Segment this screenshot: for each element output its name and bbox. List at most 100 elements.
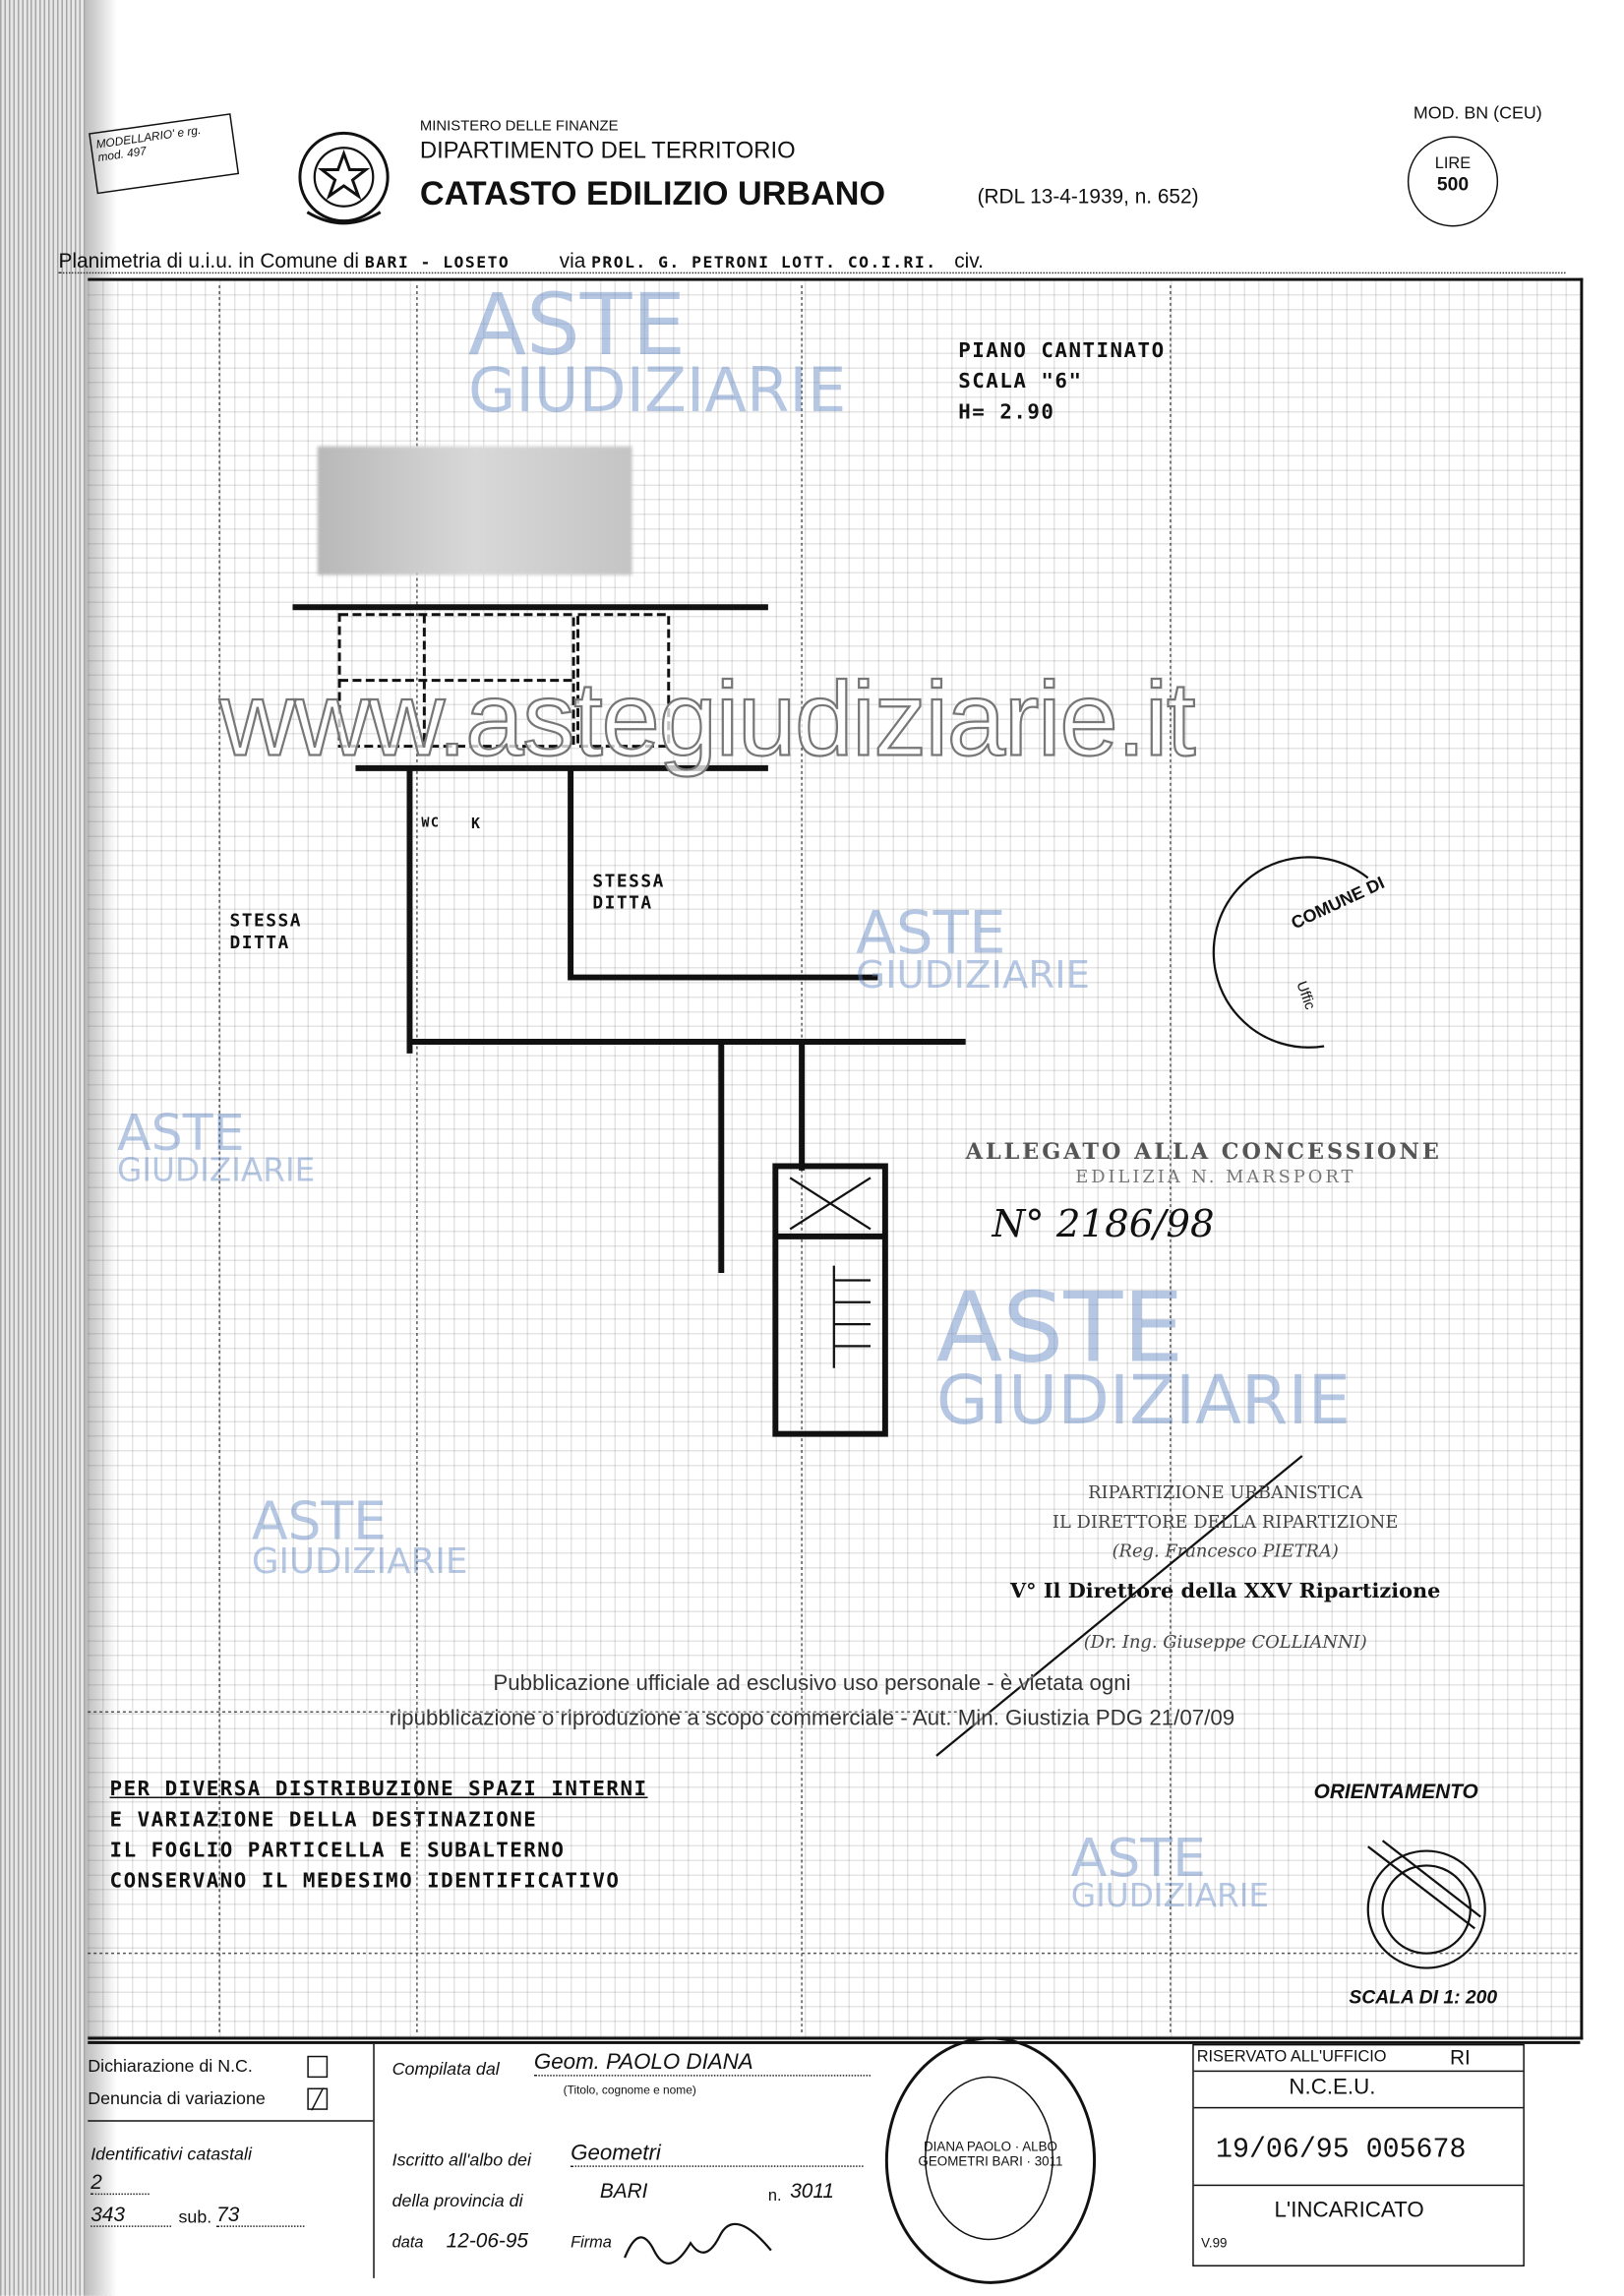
compilata-hint: (Titolo, cognome e nome): [563, 2084, 696, 2097]
watermark-notice-1: Pubblicazione ufficiale ad esclusivo uso…: [493, 1670, 1131, 1696]
document-title: CATASTO EDILIZIO URBANO: [419, 174, 886, 212]
dichiarazione-nc-checkbox[interactable]: [307, 2055, 329, 2079]
rip-line3: (Reg. Francesco PIETRA): [1112, 1541, 1339, 1562]
albo-number-label: n.: [767, 2187, 782, 2205]
note-line: CONSERVANO IL MEDESIMO IDENTIFICATIVO: [109, 1869, 621, 1894]
rip-line2: IL DIRETTORE DELLA RIPARTIZIONE: [1052, 1511, 1399, 1533]
redacted-area: [317, 446, 632, 575]
ministry-label: MINISTERO DELLE FINANZE: [419, 118, 619, 135]
watermark-brand-top: ASTE: [1070, 1829, 1206, 1890]
office-box: RISERVATO ALL'UFFICIO RI N.C.E.U. 19/06/…: [1192, 2043, 1525, 2266]
watermark-brand-top: ASTE: [935, 1271, 1184, 1385]
data-label: data: [391, 2234, 424, 2253]
visto-label: V.99: [1201, 2235, 1228, 2251]
via-label: via: [559, 248, 586, 272]
via-value: PROL. G. PETRONI LOTT. CO.I.RI.: [591, 253, 937, 272]
department-label: DIPARTIMENTO DEL TERRITORIO: [419, 139, 796, 164]
note-line: E VARIAZIONE DELLA DESTINAZIONE: [109, 1808, 538, 1833]
italian-republic-emblem: [298, 131, 390, 225]
kitchen-label: K: [470, 816, 482, 833]
signature: [624, 2222, 772, 2265]
albo-value: Geometri: [571, 2141, 864, 2167]
ripartizione-stamp: RIPARTIZIONE URBANISTICA IL DIRETTORE DE…: [973, 1478, 1477, 1656]
sub-label: sub.: [178, 2205, 212, 2227]
nceu-label: N.C.E.U.: [1289, 2075, 1376, 2100]
room-label-right: STESSA DITTA: [592, 871, 665, 914]
watermark-brand-bottom: GIUDIZIARIE: [1070, 1879, 1270, 1916]
data-value: 12-06-95: [446, 2228, 529, 2253]
stair-symbol: [789, 1177, 872, 1368]
provincia-value: BARI: [599, 2178, 648, 2203]
variation-notes: PER DIVERSA DISTRIBUZIONE SPAZI INTERNI …: [110, 1775, 648, 1898]
watermark-notice-2: ripubblicazione o riproduzione a scopo c…: [389, 1706, 1235, 1731]
albo-label: Iscritto all'albo dei: [391, 2148, 531, 2170]
compilata-label: Compilata dal: [391, 2058, 500, 2080]
watermark-brand-top: ASTE: [856, 899, 1006, 968]
reserved-label: RISERVATO ALL'UFFICIO: [1196, 2048, 1387, 2067]
dichiarazione-nc-label: Dichiarazione di N.C.: [88, 2055, 253, 2077]
drawing-grid: [88, 277, 1584, 2040]
protocol-number: 19/06/95 005678: [1216, 2133, 1467, 2166]
wc-label: WC: [421, 816, 441, 831]
allegato-line2: EDILIZIA N. MARSPORT: [1075, 1166, 1356, 1187]
watermark-brand-top: ASTE: [467, 274, 686, 375]
watermark-brand-top: ASTE: [116, 1104, 245, 1164]
fee-value: 500: [1436, 172, 1470, 195]
allegato-number: N° 2186/98: [992, 1202, 1215, 1247]
fee-label: LIRE: [1434, 154, 1472, 173]
watermark-brand-top: ASTE: [251, 1492, 387, 1553]
address-line: Planimetria di u.i.u. in Comune di BARI …: [58, 248, 1566, 274]
incaricato-label: L'INCARICATO: [1274, 2198, 1424, 2223]
rip-line1: RIPARTIZIONE URBANISTICA: [1088, 1481, 1363, 1503]
denuncia-variazione-label: Denuncia di variazione: [88, 2087, 266, 2109]
sub-value: 73: [216, 2203, 305, 2227]
watermark-brand-bottom: GIUDIZIARIE: [935, 1360, 1351, 1441]
note-line: IL FOGLIO PARTICELLA E SUBALTERNO: [109, 1839, 566, 1863]
denuncia-variazione-checkbox[interactable]: ╱: [307, 2087, 329, 2110]
floor-label: PIANO CANTINATO: [958, 339, 1166, 363]
rip-line4: V° Il Direttore della XXV Ripartizione: [1010, 1580, 1441, 1604]
law-reference: (RDL 13-4-1939, n. 652): [977, 184, 1199, 209]
identificativi-label: Identificativi catastali: [90, 2144, 252, 2164]
walls: [292, 604, 966, 1437]
albo-number: 3011: [790, 2178, 834, 2203]
comune-value: BARI - LOSETO: [364, 253, 511, 272]
watermark-brand-bottom: GIUDIZIARIE: [251, 1541, 468, 1583]
rip-line5: (Dr. Ing. Giuseppe COLLIANNI): [1083, 1631, 1367, 1653]
note-line: PER DIVERSA DISTRIBUZIONE SPAZI INTERNI: [109, 1778, 648, 1801]
foglio-value: 2: [90, 2170, 150, 2196]
comune-stamp-ring: [1212, 856, 1369, 1049]
stair-label: SCALA "6": [958, 370, 1083, 394]
watermark-brand-bottom: GIUDIZIARIE: [116, 1152, 316, 1189]
firma-label: Firma: [571, 2234, 612, 2253]
scale-label: SCALA DI 1: 200: [1349, 1985, 1498, 2008]
particella-value: 343: [90, 2203, 172, 2227]
footer-form: Dichiarazione di N.C. Denuncia di variaz…: [88, 2036, 1581, 2284]
room-label-left: STESSA DITTA: [229, 910, 302, 953]
model-code: MOD. BN (CEU): [1413, 102, 1542, 123]
office-ri: RI: [1450, 2045, 1471, 2070]
compilata-value: Geom. PAOLO DIANA: [533, 2050, 872, 2077]
seal-text: DIANA PAOLO · ALBO GEOMETRI BARI · 3011: [918, 2139, 1063, 2169]
plan-notes: PIANO CANTINATO SCALA "6" H= 2.90: [958, 336, 1165, 429]
watermark-url: www.astegiudiziarie.it: [218, 660, 1197, 779]
address-prefix: Planimetria di u.i.u. in Comune di: [58, 248, 360, 272]
civ-label: civ.: [954, 248, 984, 272]
watermark-brand-bottom: GIUDIZIARIE: [467, 354, 847, 427]
fee-stamp: LIRE 500: [1407, 136, 1499, 227]
scan-shadow: [85, 0, 117, 2296]
provincia-label: della provincia di: [391, 2190, 523, 2211]
professional-seal: DIANA PAOLO · ALBO GEOMETRI BARI · 3011: [884, 2036, 1097, 2284]
orientation-compass: [1366, 1840, 1486, 1969]
watermark-brand-bottom: GIUDIZIARIE: [856, 953, 1091, 998]
orientation-label: ORIENTAMENTO: [1313, 1779, 1478, 1803]
height-label: H= 2.90: [958, 400, 1055, 425]
allegato-line1: ALLEGATO ALLA CONCESSIONE: [965, 1138, 1442, 1165]
